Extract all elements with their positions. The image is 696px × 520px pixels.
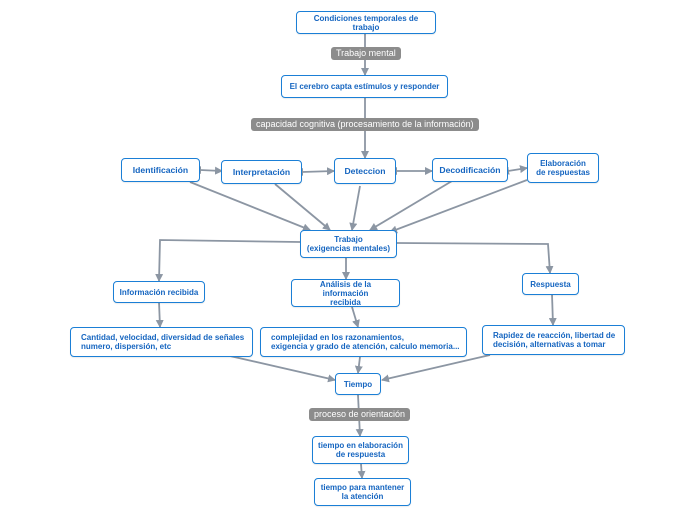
edge-elaboracion-mantener (357, 463, 366, 479)
edge-trabajo-informacion (155, 239, 301, 282)
edge-complejidad-tiempo (354, 356, 363, 374)
edge-identificacion-trabajo (189, 181, 311, 232)
edge-identificacion-interpretacion (193, 166, 223, 175)
node-deteccion[interactable]: Deteccion (334, 158, 396, 184)
label-trabajo-mental: Trabajo mental (331, 47, 401, 60)
node-trabajo-exigencias[interactable]: Trabajo (exigencias mentales) (300, 230, 397, 258)
node-identificacion[interactable]: Identificación (121, 158, 200, 182)
edge-respuesta-rapidez (548, 293, 557, 326)
edge-trabajo-respuesta (396, 242, 554, 274)
edge-rapidez-tiempo (381, 354, 491, 383)
node-analisis-informacion[interactable]: Análisis de la información recibida (291, 279, 400, 307)
node-tiempo-elaboracion[interactable]: tiempo en elaboración de respuesta (312, 436, 409, 464)
node-tiempo-mantener[interactable]: tiempo para mantener la atención (314, 478, 411, 506)
label-proceso-orientacion: proceso de orientación (309, 408, 411, 421)
node-decodificacion[interactable]: Decodificación (432, 158, 508, 182)
label-capacidad-cognitiva: capacidad cognitiva (procesamiento de la… (251, 118, 479, 131)
edge-analisis-complejidad (351, 306, 360, 328)
node-informacion-recibida[interactable]: Información recibida (113, 281, 205, 303)
edge-cantidad-tiempo (229, 355, 336, 383)
node-respuesta[interactable]: Respuesta (522, 273, 579, 295)
edge-deteccion-trabajo (349, 185, 361, 231)
node-rapidez-reaccion[interactable]: Rapidez de reacción, libertad de decisió… (482, 325, 625, 355)
edge-interpretacion-trabajo (274, 183, 331, 231)
node-interpretacion[interactable]: Interpretación (221, 160, 302, 184)
edge-decodificacion-elaboracion (501, 165, 528, 175)
edge-decodificacion-trabajo (369, 180, 453, 231)
node-elaboracion-respuestas[interactable]: Elaboración de respuestas (527, 153, 599, 183)
node-tiempo[interactable]: Tiempo (335, 373, 381, 395)
edge-interpretacion-deteccion (295, 167, 335, 176)
edge-informacion-cantidad (155, 301, 164, 328)
node-condiciones-temporales[interactable]: Condiciones temporales de trabajo (296, 11, 436, 34)
node-complejidad-razonamientos[interactable]: complejidad en los razonamientos, exigen… (260, 327, 467, 357)
edge-elaboracion-trabajo (389, 179, 528, 234)
node-cantidad-velocidad[interactable]: Cantidad, velocidad, diversidad de señal… (70, 327, 253, 357)
node-cerebro-capta[interactable]: El cerebro capta estímulos y responder (281, 75, 448, 98)
